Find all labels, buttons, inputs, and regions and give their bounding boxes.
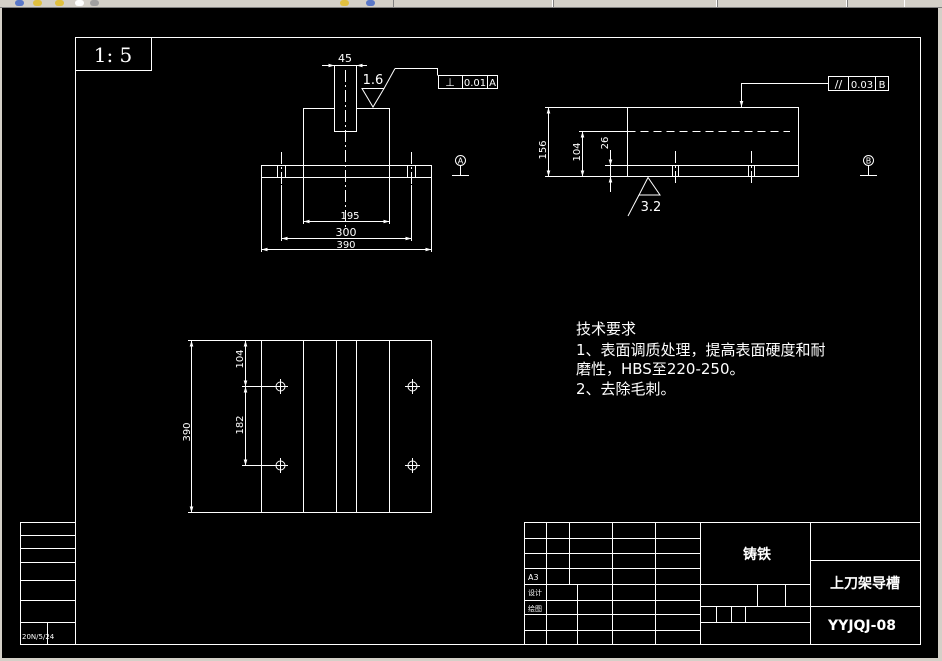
dim-text-height: 156	[538, 140, 549, 159]
dim-text-holes: 300	[336, 226, 357, 239]
toolbar-icon[interactable]	[15, 0, 24, 6]
top-outline	[261, 340, 432, 513]
roughness-symbol	[361, 88, 385, 108]
dim-text-base: 26	[600, 137, 611, 150]
window-right-edge	[938, 8, 942, 661]
window-bottom-edge	[0, 658, 942, 661]
datum-a-label: A	[458, 157, 464, 166]
toolbar-tab[interactable]	[393, 0, 553, 7]
window-left-edge	[0, 8, 2, 661]
technical-requirements: 技术要求 1、表面调质处理，提高表面硬度和耐 磨性，HBS至220-250。 2…	[576, 320, 826, 398]
drawn-label: 绘图	[528, 604, 542, 613]
mounting-hole	[273, 458, 288, 473]
border-frame	[75, 37, 921, 645]
tolerance-datum: A	[489, 78, 496, 89]
toolbar-tab[interactable]	[717, 0, 847, 7]
tolerance-frame	[828, 76, 889, 91]
scale-label: 1: 5	[94, 43, 133, 67]
part-name: 上刀架导槽	[830, 575, 900, 592]
dim-text-length: 390	[182, 422, 193, 441]
dim-text-hole-offset: 104	[235, 349, 246, 368]
material-label: 铸铁	[743, 546, 771, 563]
mounting-hole	[273, 379, 288, 394]
tolerance-frame	[438, 75, 498, 89]
datum-b-label: B	[866, 157, 872, 166]
dim-text-block: 195	[340, 211, 359, 222]
drawing-number: YYJQJ-08	[827, 618, 896, 634]
toolbar-icon[interactable]	[340, 0, 349, 6]
tolerance-datum: B	[879, 80, 886, 91]
side-view: 156 104 26 3.2 // 0.03 B B	[538, 76, 889, 217]
title-block: A3 设计 绘图 铸铁 上刀架导槽 YYJQJ-08	[524, 522, 921, 645]
drawing-frame: 1: 5	[20, 37, 921, 645]
requirement-line: 1、表面调质处理，提高表面硬度和耐	[576, 341, 826, 359]
dim-text-slot-depth: 104	[572, 142, 583, 161]
roughness-value: 1.6	[363, 73, 384, 88]
toolbar-tab[interactable]	[553, 0, 717, 7]
requirement-line: 2、去除毛刺。	[576, 380, 676, 398]
mounting-hole	[405, 379, 420, 394]
toolbar-icon[interactable]	[366, 0, 375, 6]
toolbar-icon[interactable]	[75, 0, 84, 6]
toolbar-icon[interactable]	[33, 0, 42, 6]
tolerance-value: 0.01	[464, 78, 486, 89]
dim-text-slot-width: 45	[338, 52, 352, 65]
front-view: 45 195 300 390 1.6 ⊥ 0.01 A A	[261, 52, 498, 252]
top-view: 390 104 182	[182, 340, 432, 513]
dim-text-hole-spacing: 182	[235, 415, 246, 434]
roughness-leg	[627, 194, 640, 217]
roughness-symbol	[638, 176, 661, 196]
block-right-outline	[356, 108, 390, 166]
tolerance-leader	[739, 83, 829, 107]
side-table: 20N/5/24	[20, 522, 76, 645]
toolbar-icon[interactable]	[55, 0, 64, 6]
tolerance-value: 0.03	[851, 80, 873, 91]
roughness-value: 3.2	[641, 200, 662, 215]
scale-box	[75, 37, 152, 71]
toolbar	[0, 0, 942, 8]
title-block-outline	[524, 522, 921, 645]
parallelism-symbol: //	[835, 78, 843, 91]
block-left-outline	[303, 108, 335, 166]
mounting-hole	[405, 458, 420, 473]
side-table-date: 20N/5/24	[22, 633, 55, 641]
toolbar-icon[interactable]	[90, 0, 99, 6]
toolbar-tab[interactable]	[847, 0, 905, 7]
paper-size: A3	[528, 573, 539, 582]
roughness-leg	[383, 68, 396, 89]
designed-label: 设计	[528, 588, 542, 597]
dim-text-total: 390	[336, 240, 355, 251]
tolerance-leader	[395, 68, 438, 76]
base-plate	[261, 165, 432, 178]
requirements-title: 技术要求	[576, 320, 636, 338]
perpendicularity-symbol: ⊥	[445, 76, 455, 89]
requirement-line: 磨性，HBS至220-250。	[576, 360, 745, 378]
side-outline	[627, 107, 799, 177]
